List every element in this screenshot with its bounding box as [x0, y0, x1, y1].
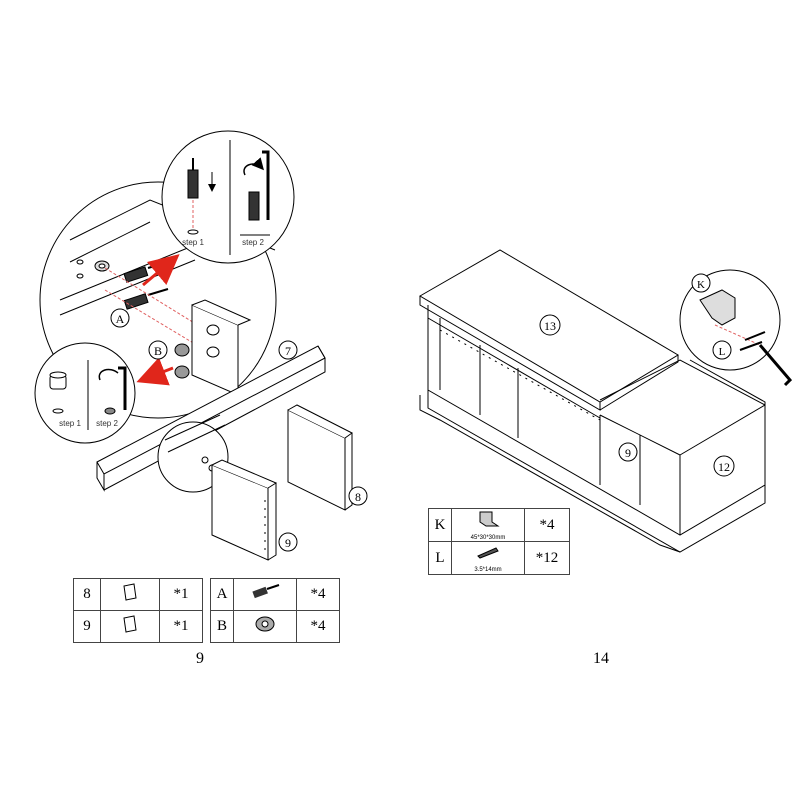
- bracket-spec: 45*30*30mm: [470, 534, 506, 541]
- label-13: 13: [544, 319, 556, 333]
- page-number-9: 9: [196, 650, 204, 667]
- label-panel-9: 9: [285, 536, 291, 550]
- part-id: A: [210, 578, 234, 611]
- part-qty: *12: [524, 541, 570, 575]
- label-a: A: [116, 312, 125, 326]
- detail-top-step2: step 2: [242, 238, 264, 247]
- detail-circle-kl: [679, 269, 793, 387]
- part-id: B: [210, 610, 234, 643]
- part-qty: *4: [524, 508, 570, 542]
- label-12: 12: [718, 460, 730, 474]
- wood-screw-icon: 3.5*14mm: [451, 541, 525, 575]
- part-id: K: [428, 508, 452, 542]
- label-l: L: [719, 346, 726, 358]
- bracket-icon: 45*30*30mm: [451, 508, 525, 542]
- cabinet-body: [419, 305, 766, 553]
- cam-lock-icon: [233, 610, 297, 643]
- part-qty: *4: [296, 610, 340, 643]
- detail-circle-top: [161, 130, 295, 264]
- detail-left-step1: step 1: [59, 419, 81, 428]
- screw-icon: [233, 578, 297, 611]
- detail-top-step1: step 1: [182, 238, 204, 247]
- part-id: 8: [73, 578, 101, 611]
- page-number-14: 14: [593, 650, 609, 667]
- panel-9: [211, 459, 278, 561]
- part-id: 9: [73, 610, 101, 643]
- label-k: K: [697, 279, 705, 291]
- screw-spec: 3.5*14mm: [474, 566, 502, 573]
- parts-table-panels: 8 *1 9 *1: [73, 578, 203, 643]
- parts-table-step14: K 45*30*30mm *4 L 3.5*14mm *12: [428, 508, 570, 575]
- panel-icon: [100, 578, 160, 611]
- label-b: B: [154, 344, 162, 358]
- label-9-cell: 9: [625, 446, 631, 460]
- step14-assembly: [419, 249, 793, 553]
- panel-7: [96, 345, 326, 492]
- label-panel-8: 8: [355, 490, 361, 504]
- screw-a-bottom: [123, 288, 169, 310]
- label-panel-7: 7: [285, 344, 291, 358]
- part-qty: *1: [159, 578, 203, 611]
- panel-8: [287, 404, 353, 511]
- part-qty: *1: [159, 610, 203, 643]
- part-qty: *4: [296, 578, 340, 611]
- part-id: L: [428, 541, 452, 575]
- panel-icon: [100, 610, 160, 643]
- parts-table-hardware: A *4 B *4: [210, 578, 340, 643]
- detail-circle-left: [34, 342, 136, 444]
- detail-left-step2: step 2: [96, 419, 118, 428]
- step9-assembly: [34, 130, 368, 561]
